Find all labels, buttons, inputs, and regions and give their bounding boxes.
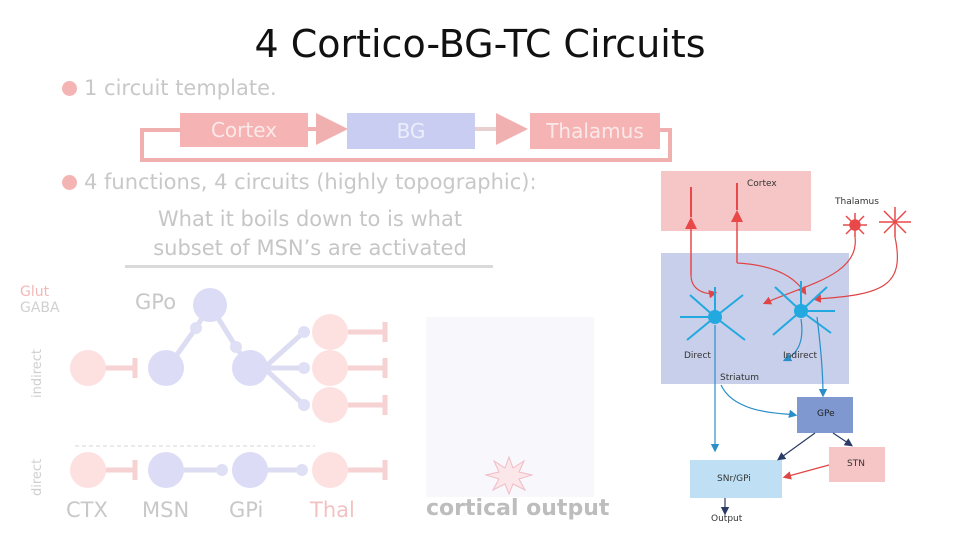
gpi-node-direct (232, 452, 268, 488)
thalamus-neurons (843, 207, 911, 237)
circuit-glut-links (105, 322, 388, 480)
thal-node-2 (312, 350, 348, 386)
flow-bg-label: BG (396, 119, 426, 143)
gpo-label: GPo (135, 290, 177, 314)
flow-cortex-box: Cortex (180, 113, 308, 147)
pyramidal-neuron-icon (731, 210, 743, 222)
pyramidal-neuron-icon (685, 217, 697, 229)
legend-gaba: GABA (20, 300, 60, 316)
slide-title: 4 Cortico-BG-TC Circuits (254, 22, 706, 66)
glutamate-projections (690, 236, 899, 305)
thalamus-neuron-icon (849, 219, 861, 231)
bullet-text: 1 circuit template. (84, 76, 277, 100)
flow-bg-box: BG (347, 113, 475, 149)
indirect-msn-icon (794, 304, 808, 318)
striatum-region (661, 253, 849, 384)
circuit-diagram (70, 288, 388, 488)
bullet-dot-icon (62, 174, 77, 190)
col-gpi: GPi (229, 498, 264, 522)
fig-snr-gpi-label: SNr/GPi (717, 474, 751, 484)
ctx-node-direct (70, 452, 106, 488)
col-ctx: CTX (66, 498, 108, 522)
msn-node-direct (148, 452, 184, 488)
msn-node-indirect (148, 350, 184, 386)
gpi-node-indirect (232, 350, 268, 386)
ctx-node-indirect (70, 350, 106, 386)
bullet-text: 4 functions, 4 circuits (highly topograp… (84, 170, 537, 194)
bullet-functions: 4 functions, 4 circuits (highly topograp… (62, 170, 537, 194)
stn-box (829, 447, 885, 482)
flow-thalamus-label: Thalamus (546, 119, 644, 143)
gpo-node (193, 288, 227, 322)
bg-pathways (710, 316, 853, 516)
col-msn: MSN (142, 498, 190, 522)
thal-node-direct (312, 452, 348, 488)
feedback-loop-arrow (140, 128, 672, 162)
col-thal: Thal (310, 498, 355, 522)
direct-msn-icon (708, 310, 722, 324)
fig-gpe-label: GPe (817, 409, 835, 419)
fig-thalamus-label: Thalamus (835, 197, 879, 207)
fig-cortex-label: Cortex (747, 179, 777, 189)
cortical-output-label: cortical output (426, 496, 610, 521)
thal-node-3 (312, 387, 348, 423)
flow-thalamus-box: Thalamus (530, 113, 660, 149)
circuit-nodes (70, 288, 348, 488)
msn-neurons (680, 281, 835, 341)
fig-striatum-label: Striatum (720, 373, 759, 383)
fig-indirect-label: Indirect (783, 351, 818, 361)
bullet-dot-icon (62, 80, 77, 96)
fig-output-label: Output (711, 514, 743, 524)
gpe-box (797, 397, 853, 433)
cortex-neurons (685, 183, 743, 275)
bullet-template: 1 circuit template. (62, 76, 277, 100)
note-underline (125, 265, 493, 268)
flow-cortex-label: Cortex (210, 118, 278, 142)
snr-gpi-box (690, 460, 782, 498)
note-text: What it boils down to is what subset of … (153, 207, 467, 260)
fig-stn-label: STN (847, 459, 865, 469)
bg-circuit-figure (661, 171, 911, 516)
fig-direct-label: Direct (684, 351, 711, 361)
thal-node-1 (312, 314, 348, 350)
legend-glut: Glut (20, 284, 50, 300)
circuit-small-nodes (190, 322, 310, 476)
burst-icon (484, 455, 534, 495)
